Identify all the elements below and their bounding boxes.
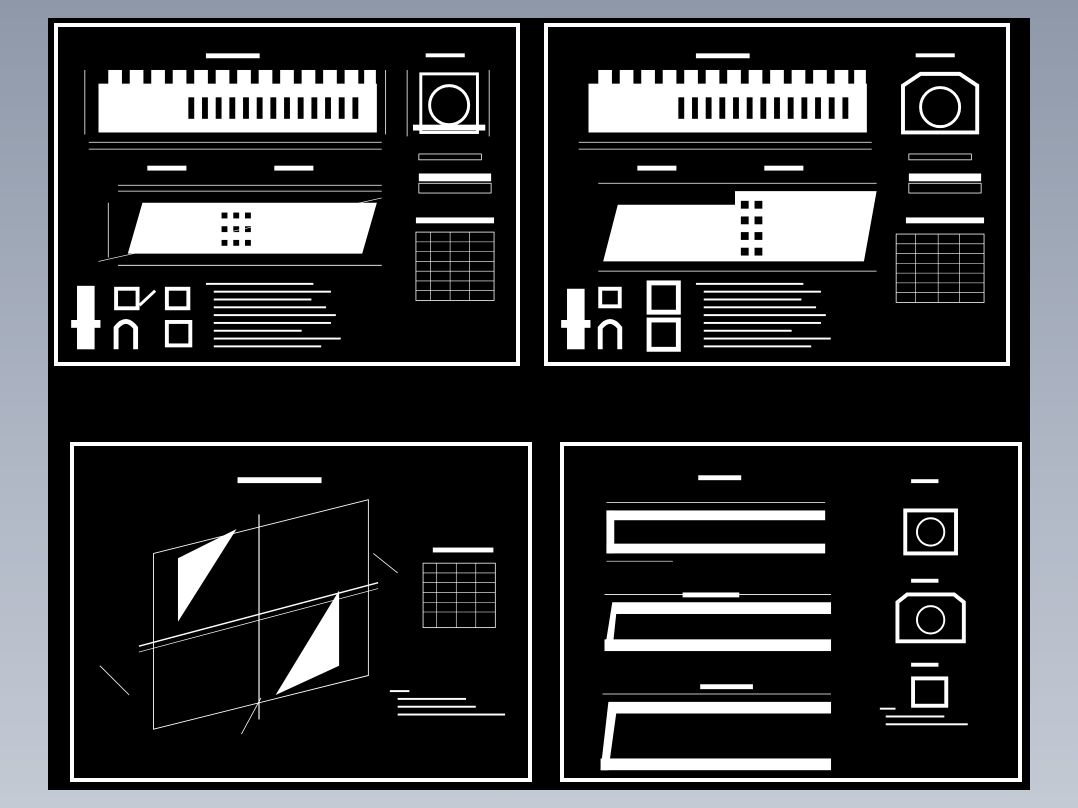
notes-block bbox=[695, 282, 831, 348]
sheet-4-drawing bbox=[600, 475, 968, 771]
plan-view bbox=[598, 182, 877, 272]
sheet-3-drawing bbox=[99, 477, 506, 735]
title-bar bbox=[425, 53, 465, 58]
table-quantity bbox=[422, 547, 496, 629]
sheet-1-drawing bbox=[71, 53, 495, 350]
cross-section-view bbox=[901, 71, 980, 161]
detail-views bbox=[71, 285, 193, 350]
elevation-view bbox=[578, 69, 872, 150]
drawing-model-space[interactable] bbox=[48, 18, 1030, 790]
notes-block bbox=[879, 707, 968, 726]
table-quantity bbox=[895, 217, 985, 303]
plan-view bbox=[98, 184, 382, 266]
drawing-sheet-4[interactable] bbox=[560, 442, 1022, 782]
notes-block bbox=[389, 690, 506, 716]
section-view-1 bbox=[606, 502, 826, 562]
title-bar bbox=[237, 477, 322, 484]
drawing-sheet-3[interactable] bbox=[70, 442, 532, 782]
table-rebar-summary bbox=[418, 173, 492, 194]
drawing-sheet-1[interactable] bbox=[54, 23, 520, 366]
notes-block bbox=[205, 282, 341, 348]
section-view-2 bbox=[604, 594, 832, 652]
sheet-2-drawing bbox=[561, 53, 985, 352]
skew-plan-view bbox=[99, 499, 398, 735]
elevation-view bbox=[84, 69, 387, 150]
table-rebar-summary bbox=[908, 173, 982, 194]
title-bar bbox=[274, 165, 314, 171]
section-view-3 bbox=[600, 693, 832, 771]
title-bar bbox=[205, 53, 260, 59]
title-bar bbox=[147, 165, 187, 171]
drawing-sheet-2[interactable] bbox=[544, 23, 1010, 366]
detail-views bbox=[561, 280, 681, 352]
cross-section-view bbox=[406, 69, 490, 161]
table-quantity bbox=[415, 217, 495, 301]
side-details bbox=[895, 479, 966, 708]
